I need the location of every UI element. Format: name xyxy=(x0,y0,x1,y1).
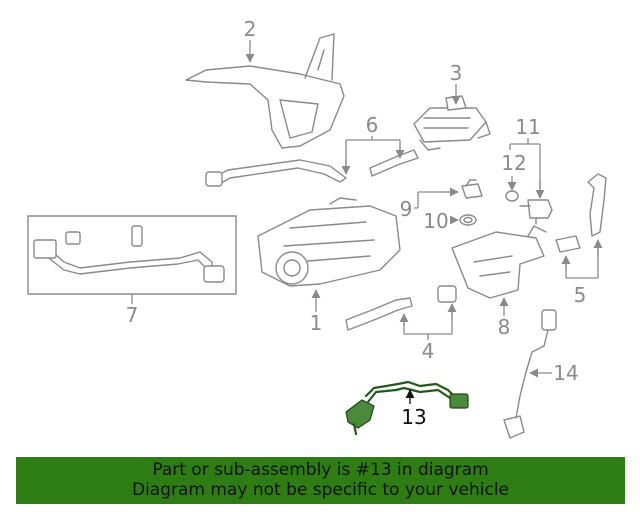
info-banner: Part or sub-assembly is #13 in diagram D… xyxy=(16,457,625,504)
part-2-bracket[interactable] xyxy=(185,33,345,149)
part-1-canister[interactable] xyxy=(257,197,401,287)
part-4-hose[interactable] xyxy=(345,285,457,331)
callout-2: 2 xyxy=(244,17,257,41)
callout-10: 10 xyxy=(423,209,448,233)
callout-11: 11 xyxy=(515,115,540,139)
part-6-hose[interactable] xyxy=(205,149,419,187)
part-5-hose[interactable] xyxy=(555,173,607,253)
callout-9: 9 xyxy=(400,197,413,221)
callout-5: 5 xyxy=(574,283,587,307)
callout-3: 3 xyxy=(450,61,463,85)
banner-line-1: Part or sub-assembly is #13 in diagram xyxy=(152,460,489,480)
callout-8: 8 xyxy=(498,315,511,339)
part-7-harness[interactable] xyxy=(33,225,225,283)
callout-7: 7 xyxy=(126,303,139,327)
callout-12: 12 xyxy=(501,151,526,175)
banner-line-2: Diagram may not be specific to your vehi… xyxy=(131,480,509,500)
part-14-sensor[interactable] xyxy=(503,309,557,439)
part-11-fitting[interactable] xyxy=(519,199,553,225)
callout-14: 14 xyxy=(553,361,578,385)
callout-9-leader xyxy=(414,191,458,209)
part-8-filter[interactable] xyxy=(451,225,547,299)
callout-4-leader xyxy=(403,304,453,340)
part-9-sensor[interactable] xyxy=(461,179,483,199)
part-13-highlighted-sensor[interactable] xyxy=(345,380,469,436)
callout-4: 4 xyxy=(422,339,435,363)
callout-6-leader xyxy=(345,136,401,172)
callout-1: 1 xyxy=(310,311,323,335)
callout-6: 6 xyxy=(366,113,379,137)
part-12-oring[interactable] xyxy=(505,190,519,202)
part-10-seal[interactable] xyxy=(459,214,477,226)
callout-13: 13 xyxy=(401,405,426,429)
part-3-module[interactable] xyxy=(413,95,491,151)
